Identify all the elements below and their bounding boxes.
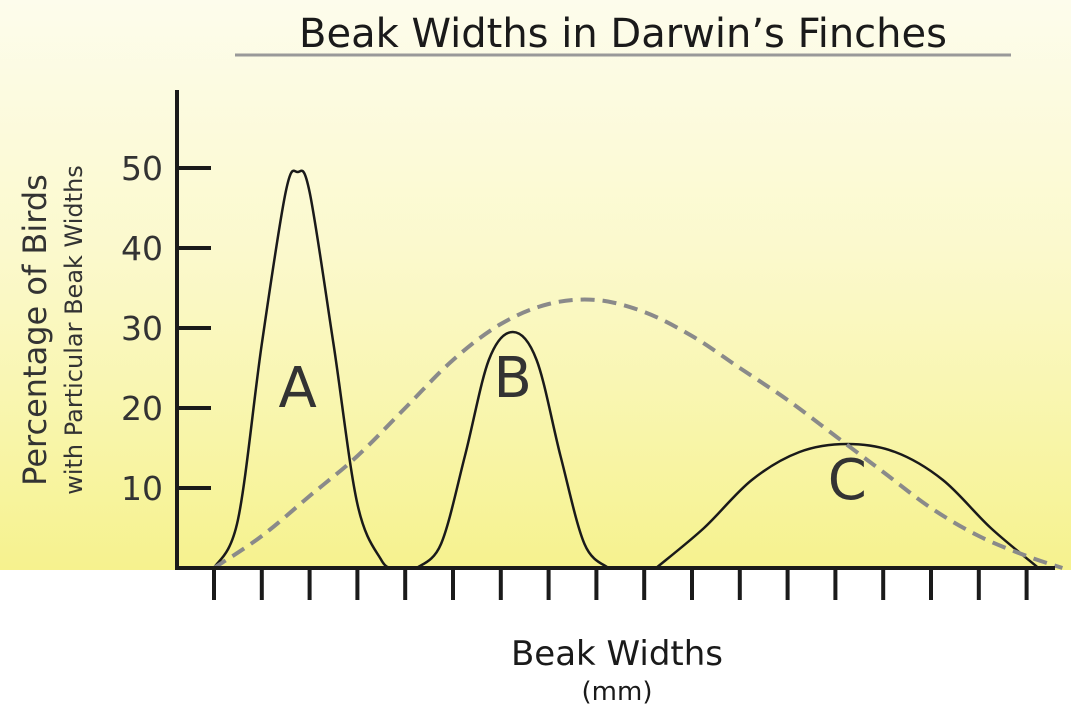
curve-a <box>212 169 394 570</box>
curve-label-c: C <box>828 448 867 513</box>
y-tick-label: 10 <box>121 469 163 508</box>
curve-label-b: B <box>494 346 532 411</box>
x-axis-sublabel: (mm) <box>582 677 653 707</box>
y-tick-label: 20 <box>121 389 163 428</box>
y-tick-label: 30 <box>121 309 163 348</box>
curve-c <box>655 442 1040 569</box>
y-axis-sublabel: with Particular Beak Widths <box>60 165 88 495</box>
x-axis-label: Beak Widths <box>511 634 723 674</box>
x-axis-ticks <box>212 568 1029 600</box>
distribution-curves <box>212 169 1064 570</box>
overall-distribution-curve <box>212 297 1064 570</box>
y-axis-ticks: 10 20 30 40 50 <box>121 149 211 508</box>
curve-b <box>416 330 610 569</box>
y-tick-label: 50 <box>121 149 163 188</box>
curve-label-a: A <box>278 356 316 421</box>
chart-title: Beak Widths in Darwin’s Finches <box>299 11 947 57</box>
lower-background <box>0 570 1071 710</box>
y-tick-label: 40 <box>121 229 163 268</box>
curve-labels: A B C <box>278 346 866 513</box>
y-axis-label: Percentage of Birds <box>16 174 54 486</box>
